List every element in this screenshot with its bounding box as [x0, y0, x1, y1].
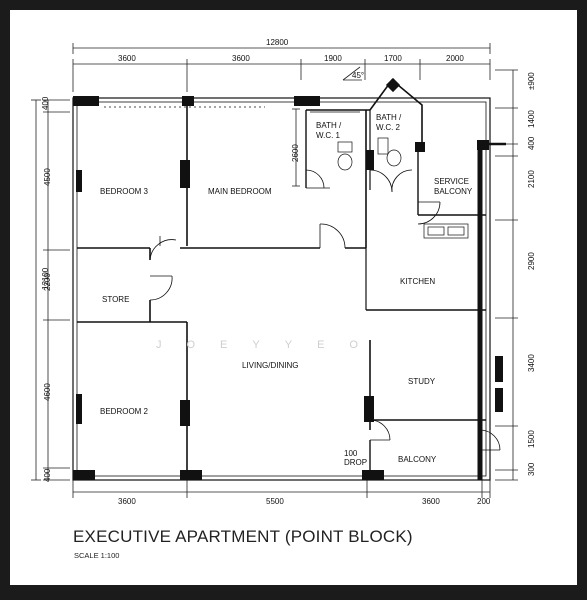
label-bath-1-wc: W.C. 1 [316, 131, 341, 140]
dim-left-1: 400 [41, 96, 50, 110]
dim-top-1: 3600 [118, 54, 136, 63]
watermark: JOEYYEO [156, 339, 383, 351]
dim-right-8: 300 [527, 462, 536, 476]
columns [73, 77, 503, 480]
dim-bottom-2: 5500 [266, 497, 284, 506]
label-service-balcony: BALCONY [434, 187, 473, 196]
label-bedroom-3: BEDROOM 3 [100, 187, 149, 196]
dim-right-7: 1500 [527, 430, 536, 448]
fixtures [104, 106, 469, 239]
walls [72, 78, 506, 481]
dim-top-5: 2000 [446, 54, 464, 63]
dim-right-5: 2900 [527, 252, 536, 270]
label-service: SERVICE [434, 177, 469, 186]
dim-angle: 45° [352, 71, 364, 80]
floor-plan: BEDROOM 3 MAIN BEDROOM BATH / W.C. 1 BAT… [31, 38, 536, 506]
dim-inner-2600: 2600 [291, 144, 300, 162]
label-drop: DROP [344, 458, 367, 467]
label-living-dining: LIVING/DINING [242, 361, 298, 370]
dim-right-2: 1400 [527, 110, 536, 128]
label-main-bedroom: MAIN BEDROOM [208, 187, 272, 196]
dim-left-5: 400 [43, 468, 52, 482]
label-bedroom-2: BEDROOM 2 [100, 407, 149, 416]
dim-top-4: 1700 [384, 54, 402, 63]
dim-bottom-3: 3600 [422, 497, 440, 506]
dim-top-2: 3600 [232, 54, 250, 63]
label-kitchen: KITCHEN [400, 277, 435, 286]
drawing-scale: SCALE 1:100 [74, 551, 120, 560]
dim-top-3: 1900 [324, 54, 342, 63]
label-balcony: BALCONY [398, 455, 437, 464]
label-study: STUDY [408, 377, 436, 386]
drawing-sheet: BEDROOM 3 MAIN BEDROOM BATH / W.C. 1 BAT… [10, 10, 577, 585]
room-labels: BEDROOM 3 MAIN BEDROOM BATH / W.C. 1 BAT… [100, 113, 473, 467]
label-bath-2-wc: W.C. 2 [376, 123, 401, 132]
dimension-labels: 12800 3600 3600 1900 1700 2000 3600 5500… [41, 38, 536, 506]
dimension-lines [31, 43, 518, 498]
dim-right-6: 3400 [527, 354, 536, 372]
dim-right-1: ±900 [527, 72, 536, 90]
dim-left-3: 2200 [43, 273, 52, 291]
dim-left-2: 4500 [43, 168, 52, 186]
dim-right-3: 400 [527, 136, 536, 150]
dim-bottom-1: 3600 [118, 497, 136, 506]
drawing-title: EXECUTIVE APARTMENT (POINT BLOCK) [73, 527, 413, 546]
label-bath-1: BATH / [316, 121, 342, 130]
dim-left-4: 4600 [43, 383, 52, 401]
label-bath-2: BATH / [376, 113, 402, 122]
label-store: STORE [102, 295, 129, 304]
dim-right-4: 2100 [527, 170, 536, 188]
dim-top-total: 12800 [266, 38, 289, 47]
doors [149, 169, 501, 451]
dim-left-total: 12100 [41, 267, 50, 290]
dim-bottom-4: 200 [477, 497, 491, 506]
label-drop-value: 100 [344, 449, 358, 458]
